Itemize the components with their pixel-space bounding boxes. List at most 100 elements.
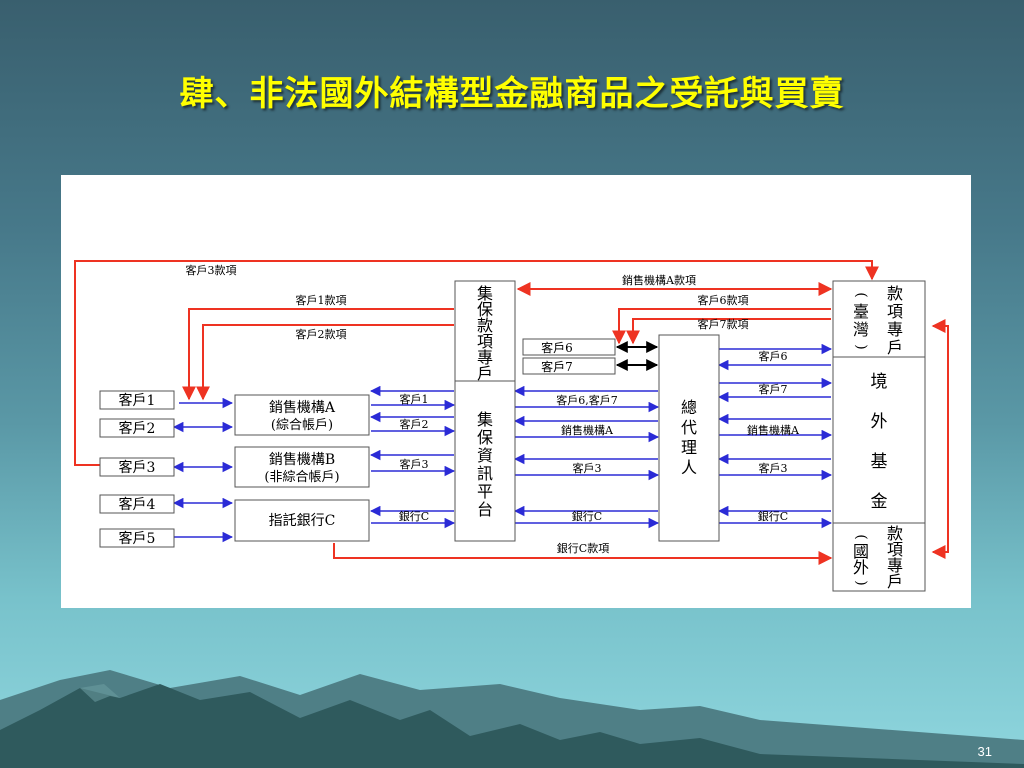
custody-platform-char: 保 bbox=[477, 428, 493, 447]
custody-account-char: 項 bbox=[477, 332, 493, 351]
client2-funds-arrow bbox=[196, 324, 454, 401]
client1-box bbox=[99, 390, 175, 410]
c3-label: 客戶3 bbox=[400, 457, 429, 471]
client7-funds-label: 客戶7款項 bbox=[698, 317, 749, 331]
account-foreign-char: 戶 bbox=[887, 572, 903, 591]
client3-funds-arrow bbox=[74, 260, 879, 466]
client4-label: 客戶4 bbox=[119, 496, 156, 513]
client3-box bbox=[99, 457, 175, 477]
client3-funds-label: 客戶3款項 bbox=[186, 263, 237, 277]
box-labels: 客戶1 客戶2 客戶3 客戶4 客戶5 客戶6 客戶7 銷售機構A (綜合帳戶)… bbox=[119, 284, 903, 591]
trust-bank-box bbox=[234, 499, 370, 542]
custody-account-box bbox=[454, 280, 516, 382]
red-flows bbox=[74, 260, 949, 565]
account-taiwan-paren: ( bbox=[853, 292, 869, 297]
account-foreign-char: 款 bbox=[887, 524, 903, 543]
custody-platform-box bbox=[454, 380, 516, 542]
seller-a-agent-label: 銷售機構A bbox=[561, 423, 614, 437]
seller-a-name: 銷售機構A bbox=[269, 400, 336, 416]
seller-a-funds-label: 銷售機構A款項 bbox=[622, 273, 696, 287]
client6-short-label: 客戶6 bbox=[759, 349, 788, 363]
custody-account-char: 款 bbox=[477, 316, 493, 335]
account-taiwan-char: 臺 bbox=[853, 302, 869, 321]
fund-flow-diagram: 客戶1 客戶2 客戶3 客戶4 客戶5 客戶6 客戶7 銷售機構A (綜合帳戶)… bbox=[74, 260, 949, 592]
client4-box bbox=[99, 494, 175, 514]
fund-account-link-arrow bbox=[931, 319, 949, 559]
master-agent-char: 代 bbox=[681, 418, 697, 437]
account-taiwan-paren: ) bbox=[853, 344, 869, 349]
black-flows bbox=[615, 341, 659, 371]
account-taiwan-char: 項 bbox=[887, 302, 903, 321]
page-number: 31 bbox=[977, 744, 992, 759]
account-foreign-paren: ( bbox=[853, 534, 869, 539]
custody-account-char: 專 bbox=[477, 348, 493, 367]
offshore-fund-box bbox=[832, 356, 926, 524]
custody-account-char: 保 bbox=[477, 300, 493, 319]
offshore-fund-char: 外 bbox=[871, 412, 888, 432]
master-agent-char: 總 bbox=[681, 398, 697, 417]
offshore-fund-char: 境 bbox=[871, 372, 888, 392]
slide-title: 肆、非法國外結構型金融商品之受託與買賣 bbox=[179, 74, 845, 114]
c1-label: 客戶1 bbox=[400, 392, 429, 406]
master-agent-box bbox=[658, 334, 720, 542]
blue-flows bbox=[172, 343, 833, 543]
bank-c-funds-arrow bbox=[333, 543, 833, 565]
client1-label: 客戶1 bbox=[119, 392, 156, 409]
offshore-fund-char: 基 bbox=[871, 452, 888, 472]
bank-c-fund-label: 銀行C bbox=[758, 509, 788, 523]
custody-account-char: 戶 bbox=[477, 364, 493, 383]
flow-labels: 客戶3款項 客戶1款項 客戶2款項 銷售機構A款項 客戶6款項 客戶7款項 客戶… bbox=[186, 263, 801, 555]
seller-b-box bbox=[234, 446, 370, 488]
account-taiwan-box bbox=[832, 280, 926, 358]
client5-box bbox=[99, 528, 175, 548]
account-foreign-char: 國 bbox=[853, 542, 869, 561]
client6-box bbox=[522, 338, 616, 356]
custody-account-char: 集 bbox=[477, 284, 493, 303]
account-foreign-box bbox=[832, 522, 926, 592]
client7-funds-arrow bbox=[626, 318, 831, 345]
c67-label: 客戶6,客戶7 bbox=[556, 393, 618, 407]
custody-platform-char: 集 bbox=[477, 410, 493, 429]
bank-c-funds-label: 銀行C款項 bbox=[557, 541, 609, 555]
account-taiwan-char: 灣 bbox=[853, 320, 869, 339]
account-taiwan-char: 戶 bbox=[887, 338, 903, 357]
boxes bbox=[99, 280, 926, 592]
client2-funds-label: 客戶2款項 bbox=[296, 327, 347, 341]
client7-box bbox=[522, 357, 616, 375]
ridge-highlights bbox=[80, 684, 120, 702]
bank-c-agent-label: 銀行C bbox=[572, 509, 602, 523]
diagram-panel: 客戶1 客戶2 客戶3 客戶4 客戶5 客戶6 客戶7 銷售機構A (綜合帳戶)… bbox=[61, 175, 971, 608]
c3-fund-label: 客戶3 bbox=[759, 461, 788, 475]
client1-funds-arrow bbox=[182, 308, 454, 401]
client1-funds-label: 客戶1款項 bbox=[296, 293, 347, 307]
mountain-scenery bbox=[0, 670, 1024, 768]
custody-platform-char: 資 bbox=[477, 446, 493, 465]
account-foreign-char: 項 bbox=[887, 540, 903, 559]
account-foreign-char: 外 bbox=[853, 558, 869, 577]
seller-a-fund-label: 銷售機構A bbox=[747, 423, 800, 437]
custody-platform-char: 平 bbox=[477, 482, 493, 501]
bank-c-platform-label: 銀行C bbox=[399, 509, 429, 523]
c3-agent-label: 客戶3 bbox=[573, 461, 602, 475]
client6-label: 客戶6 bbox=[541, 340, 573, 355]
client6-funds-label: 客戶6款項 bbox=[698, 293, 749, 307]
client5-label: 客戶5 bbox=[119, 530, 156, 547]
trust-bank-label: 指託銀行C bbox=[269, 513, 336, 529]
offshore-fund-char: 金 bbox=[871, 492, 888, 512]
master-agent-char: 理 bbox=[681, 438, 697, 457]
master-agent-char: 人 bbox=[681, 458, 697, 477]
client2-label: 客戶2 bbox=[119, 420, 156, 437]
client6-funds-arrow bbox=[612, 308, 831, 345]
client3-label: 客戶3 bbox=[119, 459, 156, 476]
account-taiwan-char: 款 bbox=[887, 284, 903, 303]
near-mountains bbox=[0, 684, 1024, 768]
seller-a-box bbox=[234, 394, 370, 436]
custody-platform-char: 訊 bbox=[477, 464, 493, 483]
client7-short-label: 客戶7 bbox=[759, 382, 788, 396]
client7-label: 客戶7 bbox=[541, 359, 573, 374]
client2-box bbox=[99, 418, 175, 438]
custody-platform-char: 台 bbox=[477, 500, 493, 519]
seller-b-name: 銷售機構B bbox=[269, 452, 335, 468]
account-foreign-paren: ) bbox=[853, 580, 869, 585]
account-foreign-char: 專 bbox=[887, 556, 903, 575]
